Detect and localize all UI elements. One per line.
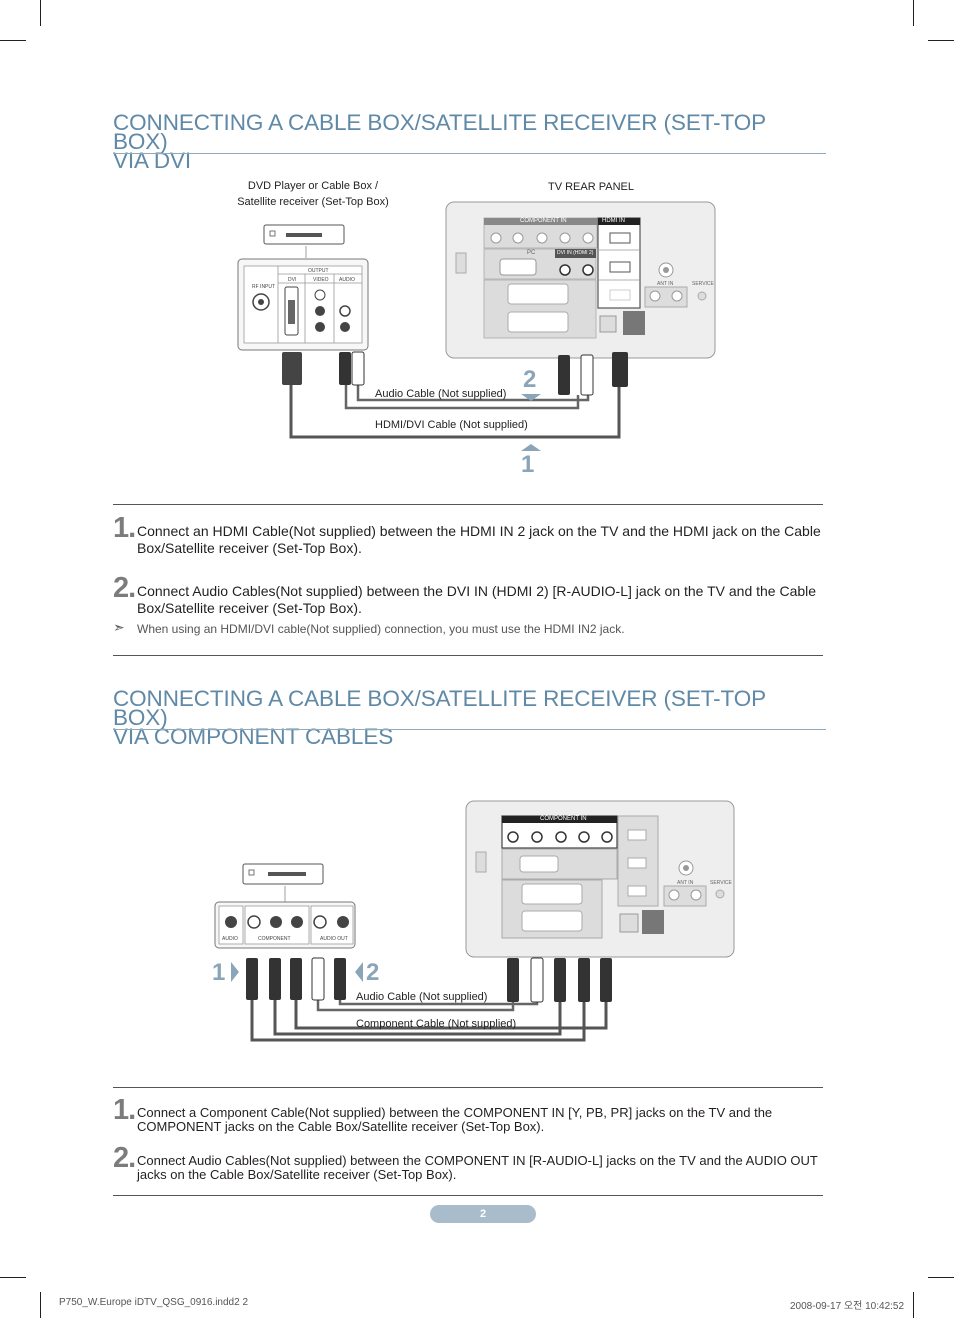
title-underline bbox=[113, 729, 826, 730]
component-label: COMPONENT bbox=[258, 936, 291, 942]
audio-label: AUDIO bbox=[222, 936, 238, 942]
audio-cable-label: Audio Cable (Not supplied) bbox=[375, 388, 507, 400]
arrow-up-icon bbox=[521, 444, 541, 451]
crop-mark bbox=[0, 40, 26, 41]
tv-rear-panel bbox=[465, 800, 735, 958]
arrow-down-icon bbox=[521, 394, 541, 401]
step-number: 1. bbox=[113, 512, 136, 544]
crop-mark bbox=[40, 0, 41, 26]
ant-in-label: ANT IN bbox=[657, 281, 674, 287]
step-number: 1. bbox=[113, 1094, 136, 1126]
set-top-box-icon bbox=[263, 224, 345, 258]
footer-right: 2008-09-17 오전 10:42:52 bbox=[790, 1301, 905, 1312]
device-label: DVD Player or Cable Box /Satellite recei… bbox=[237, 180, 389, 208]
device-back-panel bbox=[237, 258, 369, 351]
pc-label: PC bbox=[527, 250, 536, 256]
note-text: When using an HDMI/DVI cable(Not supplie… bbox=[137, 622, 625, 636]
dvi-in-label: DVI IN (HDMI 2) bbox=[557, 250, 594, 256]
title-underline bbox=[113, 153, 826, 154]
dvi-label: DVI bbox=[288, 277, 297, 283]
audio-cable-label: Audio Cable (Not supplied) bbox=[356, 991, 488, 1003]
step-number: 2. bbox=[113, 1142, 136, 1174]
crop-mark bbox=[913, 0, 914, 26]
note-arrow-icon: ➣ bbox=[113, 619, 125, 635]
marker-1: 1 bbox=[212, 959, 226, 986]
rf-input-label: RF INPUT bbox=[252, 284, 276, 290]
dvi-connection-diagram bbox=[237, 201, 716, 451]
step-text: Connect Audio Cables(Not supplied) betwe… bbox=[137, 583, 817, 616]
video-label: VIDEO bbox=[313, 277, 329, 283]
crop-mark bbox=[928, 40, 954, 41]
ant-in-label: ANT IN bbox=[677, 880, 694, 886]
step-text: Connect Audio Cables(Not supplied) betwe… bbox=[137, 1153, 818, 1182]
arrow-right-icon bbox=[231, 962, 239, 982]
hdmi-in-label: HDMI IN bbox=[602, 218, 625, 224]
step-text: Connect an HDMI Cable(Not supplied) betw… bbox=[137, 523, 821, 556]
hdmi-cable-label: HDMI/DVI Cable (Not supplied) bbox=[375, 419, 528, 431]
set-top-box-icon bbox=[242, 863, 324, 902]
step-number: 2. bbox=[113, 572, 136, 604]
marker-2: 2 bbox=[523, 366, 537, 393]
hdmi-dvi-cable bbox=[289, 385, 621, 439]
arrow-left-icon bbox=[355, 962, 363, 982]
page-number: 2 bbox=[430, 1205, 536, 1223]
audio-label: AUDIO bbox=[339, 277, 355, 283]
component-connection-diagram bbox=[214, 800, 735, 1042]
service-label: SERVICE bbox=[710, 880, 732, 886]
divider bbox=[113, 1195, 823, 1196]
output-label: OUTPUT bbox=[308, 268, 329, 274]
divider bbox=[113, 655, 823, 656]
component-in-label: COMPONENT IN bbox=[540, 816, 587, 822]
section-title-component: CONNECTING A CABLE BOX/SATELLITE RECEIVE… bbox=[113, 686, 766, 749]
service-label: SERVICE bbox=[692, 281, 714, 287]
section-title-dvi: CONNECTING A CABLE BOX/SATELLITE RECEIVE… bbox=[113, 110, 766, 173]
crop-mark bbox=[40, 1292, 41, 1318]
marker-1: 1 bbox=[521, 451, 535, 478]
tv-rear-panel-label: TV REAR PANEL bbox=[548, 181, 634, 193]
audio-cable bbox=[344, 385, 590, 410]
divider bbox=[113, 1087, 823, 1088]
tv-rear-panel bbox=[445, 201, 716, 359]
crop-mark bbox=[0, 1277, 26, 1278]
footer-left: P750_W.Europe iDTV_QSG_0916.indd2 2 bbox=[59, 1297, 249, 1308]
marker-2: 2 bbox=[366, 959, 380, 986]
divider bbox=[113, 504, 823, 505]
component-in-label: COMPONENT IN bbox=[520, 218, 567, 224]
crop-mark bbox=[913, 1292, 914, 1318]
component-cable bbox=[250, 998, 608, 1042]
audio-out-label: AUDIO OUT bbox=[320, 936, 348, 942]
device-back-panel bbox=[214, 901, 356, 949]
step-text: Connect a Component Cable(Not supplied) … bbox=[137, 1105, 773, 1134]
component-cable-label: Component Cable (Not supplied) bbox=[356, 1018, 517, 1030]
crop-mark bbox=[928, 1277, 954, 1278]
